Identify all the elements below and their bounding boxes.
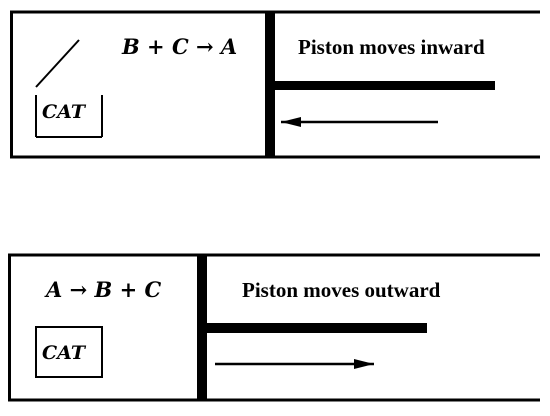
piston-rod — [270, 81, 495, 90]
reaction-equation-outward: A → B + C — [46, 277, 162, 302]
piston-rod — [202, 323, 427, 333]
catalyst-label-outward: CAT — [42, 342, 85, 364]
panel-inward — [10, 10, 540, 159]
panel-outward — [8, 253, 540, 402]
caption-outward: Piston moves outward — [242, 278, 441, 302]
reaction-equation-inward: B + C → A — [122, 34, 238, 59]
caption-inward: Piston moves inward — [298, 35, 485, 59]
catalyst-hinged-box — [35, 39, 103, 138]
catalyst-label-inward: CAT — [42, 101, 85, 123]
catalyst-open-lid — [35, 39, 80, 88]
catalyst-closed-box — [35, 326, 103, 378]
